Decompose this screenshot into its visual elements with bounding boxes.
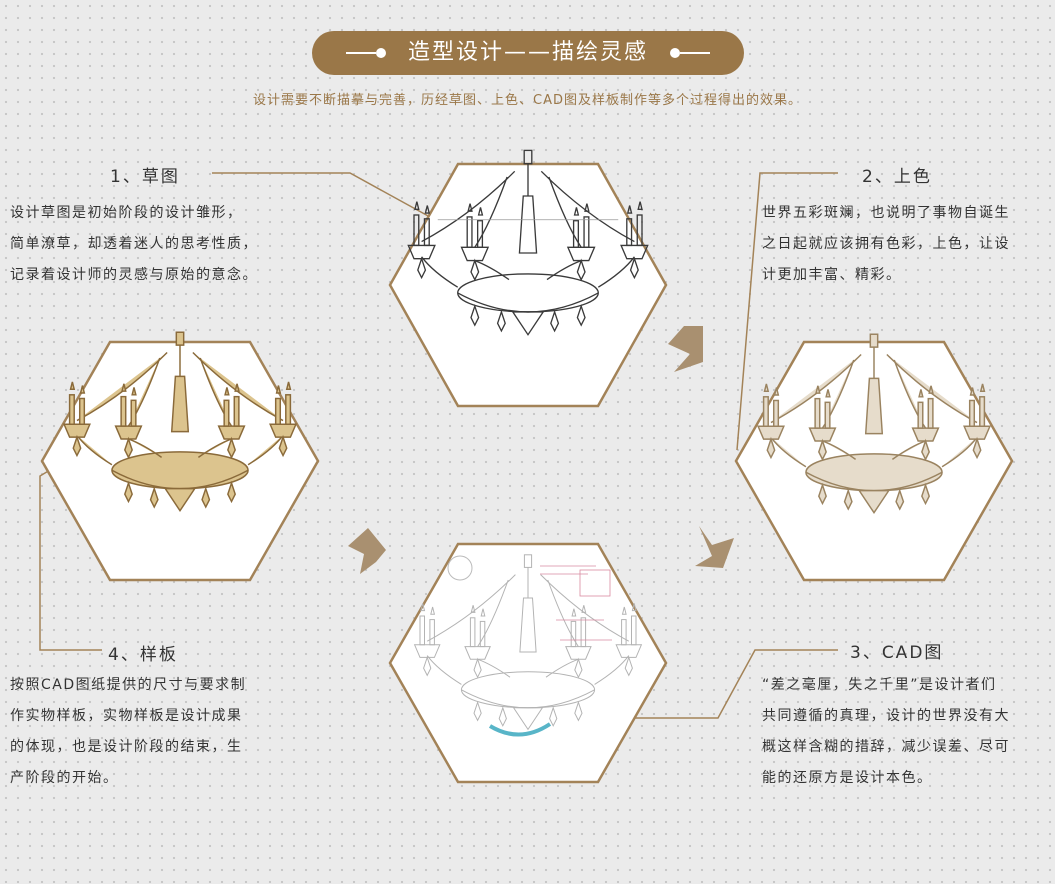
page-subtitle: 设计需要不断描摹与完善，历经草图、上色、CAD图及样板制作等多个过程得出的效果。 [253, 93, 802, 108]
connector-line-3 [634, 649, 838, 719]
step-3-line: 能的还原方是设计本色。 [762, 770, 933, 786]
arrow-icon [668, 326, 703, 372]
step-4-image [40, 331, 320, 582]
connector-line-2 [736, 172, 838, 451]
chandelier-sketch-icon [407, 149, 649, 336]
step-2-line: 计更加丰富、精彩。 [762, 267, 902, 283]
step-3-line: 概这样含糊的措辞，减少误差、尽可 [762, 739, 1010, 755]
step-3-description: “差之毫厘，失之千里”是设计者们 共同遵循的真理，设计的世界没有大 概这样含糊的… [762, 670, 1010, 794]
section-title-banner: 造型设计——描绘灵感 [312, 31, 744, 75]
banner-line-right [680, 52, 710, 54]
step-3-image [388, 542, 668, 784]
step-2-line: 世界五彩斑斓，也说明了事物自诞生 [762, 205, 1010, 221]
step-1-title: 1、草图 [110, 167, 180, 187]
step-4-line: 产阶段的开始。 [10, 770, 119, 786]
page-title: 造型设计——描绘灵感 [407, 40, 648, 65]
step-1-description: 设计草图是初始阶段的设计雏形， 简单潦草，却透着迷人的思考性质， 记录着设计师的… [10, 198, 258, 291]
step-1-line: 记录着设计师的灵感与原始的意念。 [10, 267, 258, 283]
step-2-image [734, 333, 1014, 582]
step-2-title: 2、上色 [862, 167, 932, 187]
step-4-line: 作实物样板，实物样板是设计成果 [10, 708, 243, 724]
step-4-line: 的体现，也是设计阶段的结束，生 [10, 739, 243, 755]
banner-dot-left [376, 48, 386, 58]
step-4-line: 按照CAD图纸提供的尺寸与要求制 [10, 677, 247, 693]
step-1-image [388, 149, 668, 408]
step-2-line: 之日起就应该拥有色彩，上色，让设 [762, 236, 1010, 252]
banner-line-left [346, 52, 376, 54]
step-4-description: 按照CAD图纸提供的尺寸与要求制 作实物样板，实物样板是设计成果 的体现，也是设… [10, 670, 246, 794]
step-3-title: 3、CAD图 [850, 643, 944, 663]
step-1-line: 简单潦草，却透着迷人的思考性质， [10, 236, 258, 252]
step-2-description: 世界五彩斑斓，也说明了事物自诞生 之日起就应该拥有色彩，上色，让设 计更加丰富、… [762, 198, 1010, 291]
step-3-line: “差之毫厘，失之千里”是设计者们 [762, 677, 997, 693]
step-1-line: 设计草图是初始阶段的设计雏形， [10, 205, 243, 221]
arrow-icon [695, 526, 734, 568]
banner-dot-right [670, 48, 680, 58]
step-3-line: 共同遵循的真理，设计的世界没有大 [762, 708, 1010, 724]
step-4-title: 4、样板 [108, 645, 178, 665]
connector-line-1 [212, 172, 431, 218]
arrow-icon [348, 528, 386, 574]
